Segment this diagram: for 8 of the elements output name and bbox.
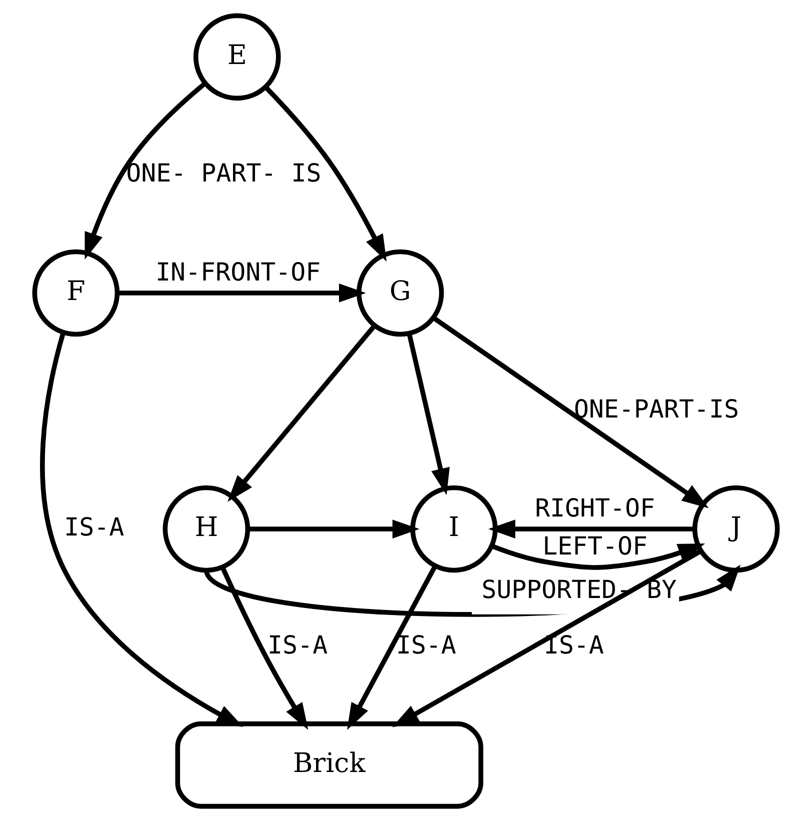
edge-label: RIGHT-OF xyxy=(534,493,656,522)
edge-label: ONE- PART- IS xyxy=(126,158,322,188)
edge-label: ONE-PART-IS xyxy=(574,394,740,424)
edge-label: LEFT-OF xyxy=(542,532,648,561)
edge-label: IS-A xyxy=(268,630,328,660)
edge-label: IN-FRONT-OF xyxy=(156,257,321,286)
edge-label: IS-A xyxy=(64,512,124,542)
edge-label: IS-A xyxy=(396,630,456,660)
